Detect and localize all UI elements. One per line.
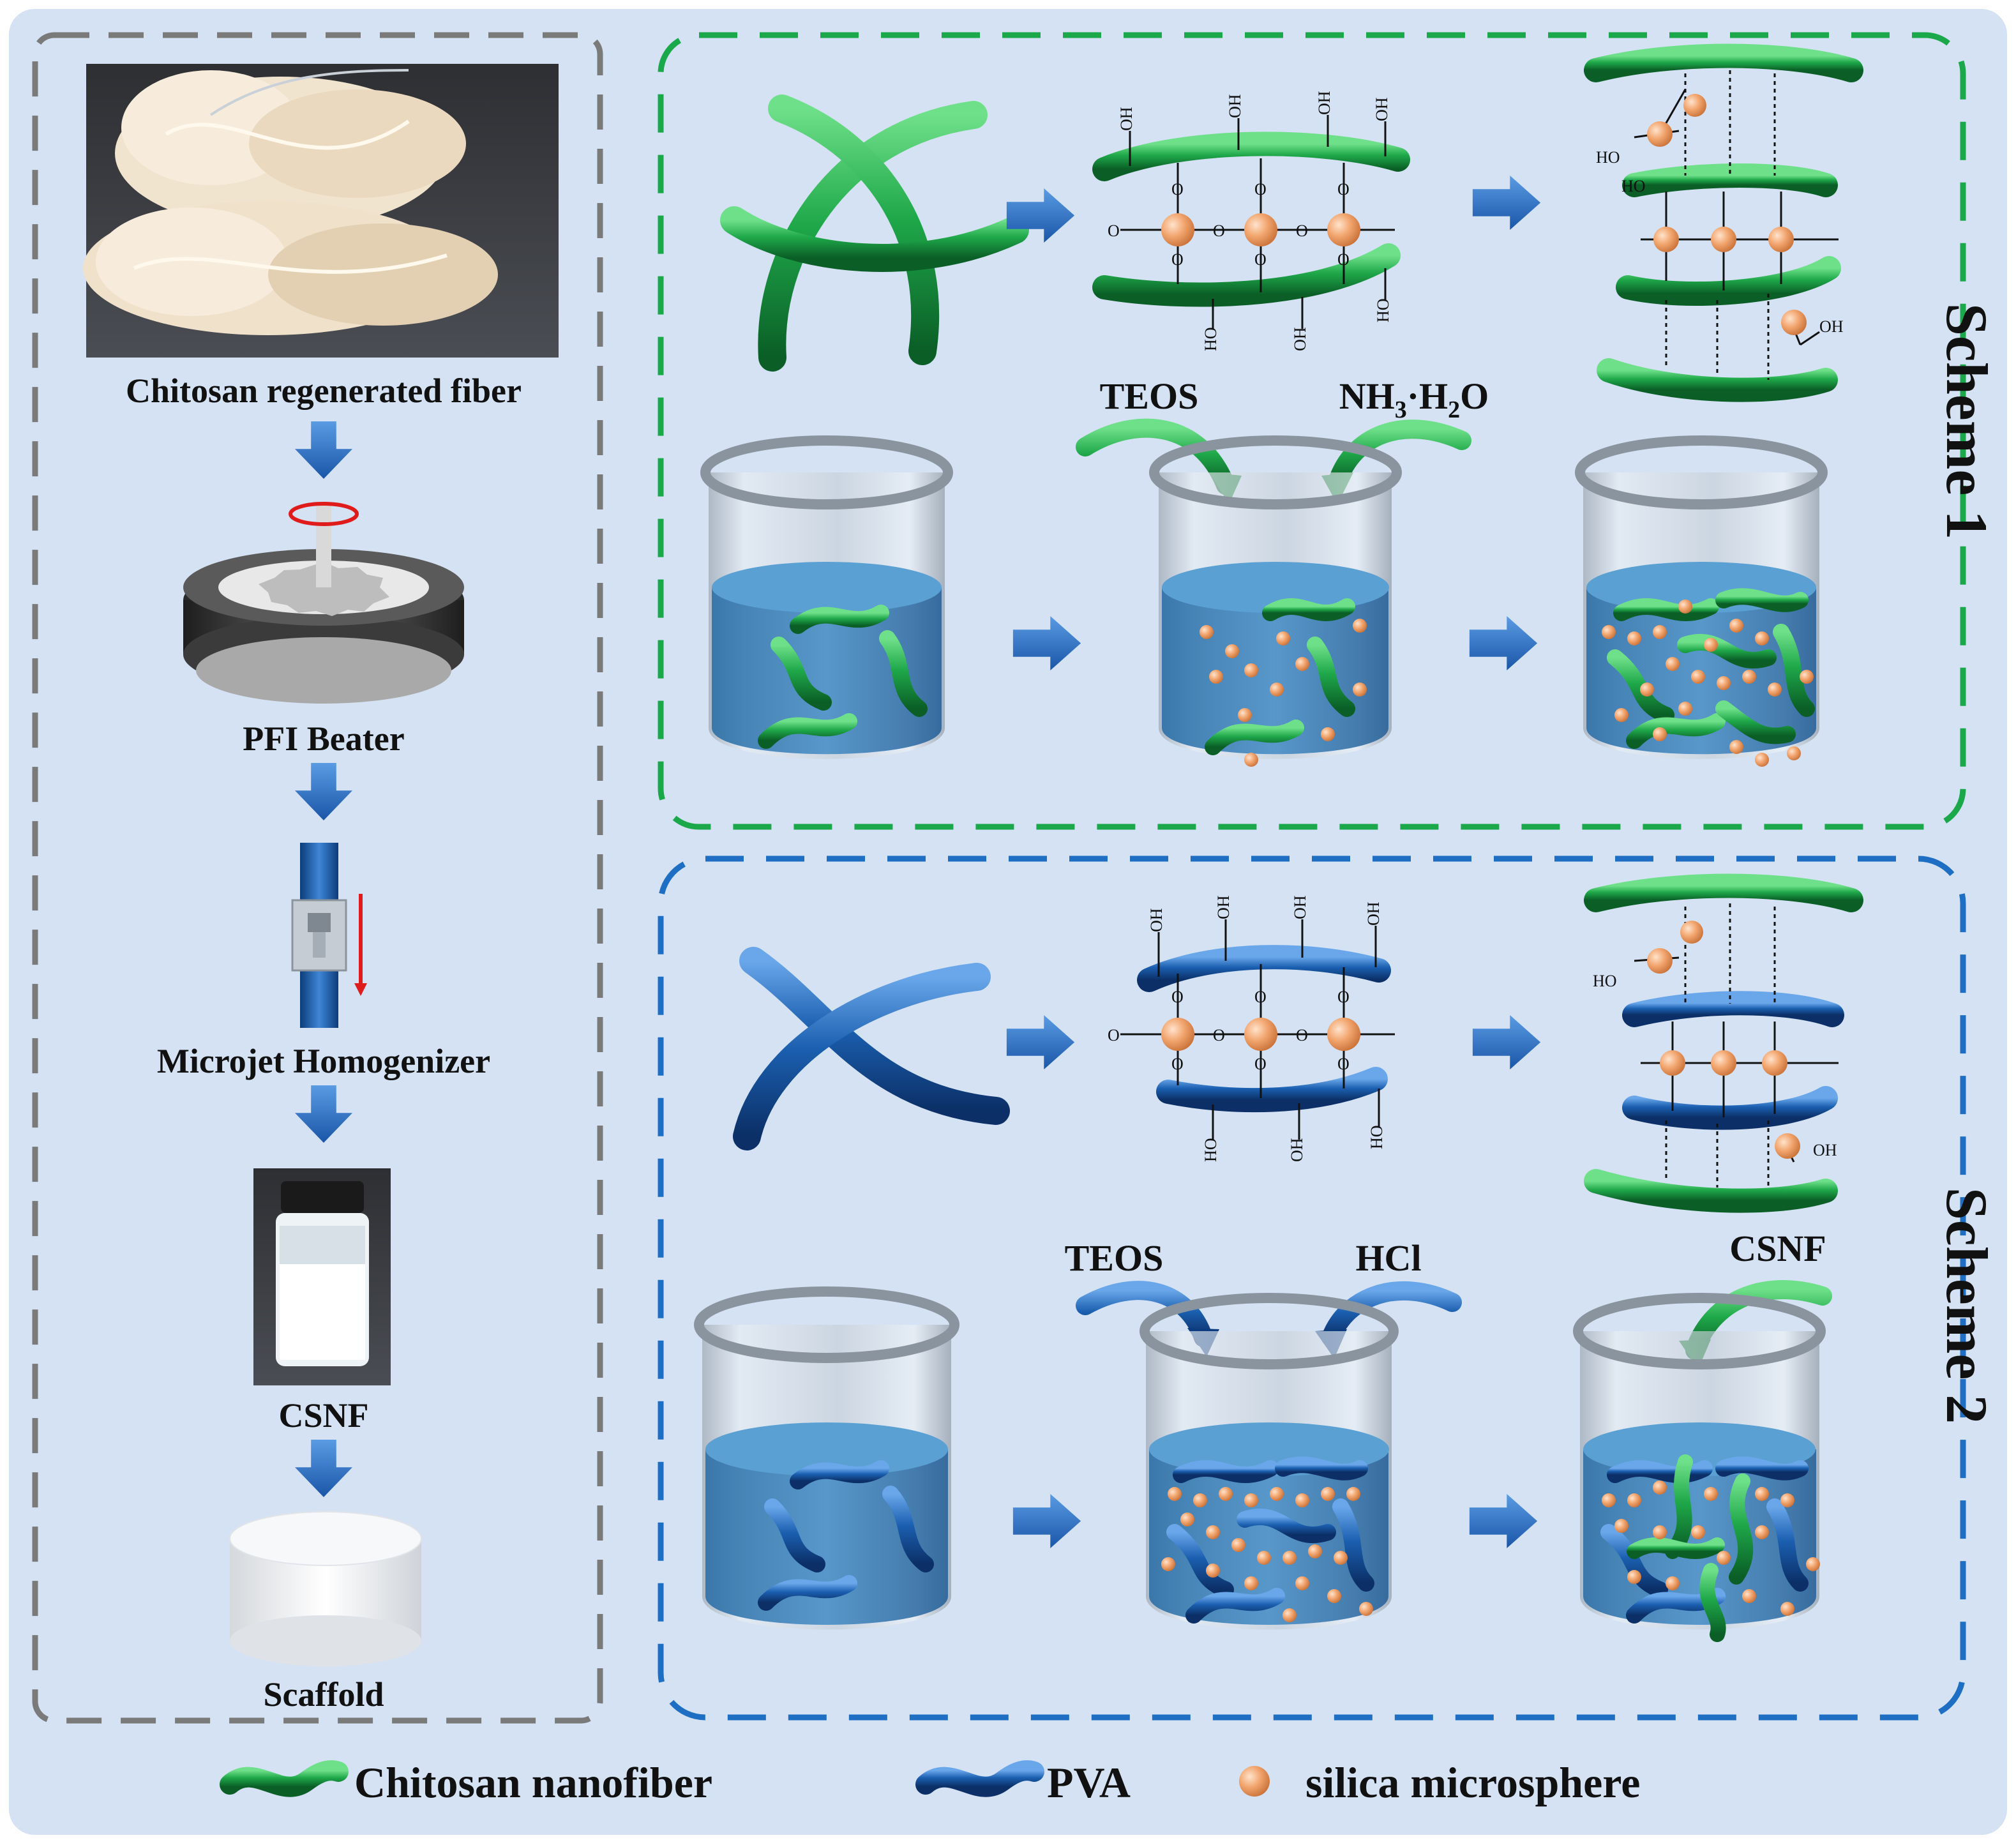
chem-o-label: O <box>1213 222 1225 240</box>
legend-item-silica: silica microsphere <box>1239 1758 1640 1807</box>
legend-item-chitosan: Chitosan nanofiber <box>220 1758 712 1807</box>
chem-oh-label: OH <box>1364 901 1383 926</box>
scaffold-cylinder-icon <box>229 1511 422 1666</box>
teos-addition-arrow-icon <box>1076 1281 1213 1347</box>
legend-label-silica-microsphere: silica microsphere <box>1305 1758 1640 1807</box>
silica-sphere-icon <box>1239 1766 1270 1797</box>
chem-o-label: O <box>1254 988 1267 1006</box>
chem-oh-label: OH <box>1373 97 1391 121</box>
chem-ho-label: HO <box>1374 298 1392 322</box>
reagent-hcl-label: HCl <box>1355 1237 1421 1279</box>
step-label-scaffold: Scaffold <box>264 1675 384 1714</box>
legend: Chitosan nanofiber PVA silica microspher… <box>220 1758 1640 1807</box>
chem-o-label: O <box>1296 1026 1308 1044</box>
reagent-teos-label: TEOS <box>1065 1237 1164 1279</box>
crossed-pva-fibers-icon <box>733 947 1010 1150</box>
chem-oh-label: OH <box>1214 895 1233 919</box>
beaker-pva-solution-icon <box>694 1286 959 1630</box>
chem-o-label: O <box>1213 1026 1225 1044</box>
scheme-2-title: Scheme 2 <box>1934 1187 1999 1424</box>
microjet-homogenizer-icon <box>291 843 367 1028</box>
chem-o-label: O <box>1171 1055 1184 1073</box>
chem-o-label: O <box>1171 250 1184 269</box>
chem-ho-label: HO <box>1593 972 1617 990</box>
chem-o-label: O <box>1171 988 1184 1006</box>
chem-ho-label: HO <box>1201 1138 1220 1162</box>
beaker-pva-chitosan-silica-icon <box>1573 1293 1826 1642</box>
ammonia-addition-arrow-icon <box>1328 419 1471 492</box>
reagent-teos-label: TEOS <box>1100 375 1199 417</box>
chitosan-silica-crosslink-structure: OH OH OH OH HO OH HO O O O O O O O O O <box>1092 91 1410 351</box>
chem-oh-label: OH <box>1117 107 1136 131</box>
beaker-pva-silica-icon <box>1140 1293 1399 1630</box>
chem-oh-label: OH <box>1291 895 1309 919</box>
beaker-chitosan-silica-composite-icon <box>1575 435 1828 767</box>
step-label-pfi-beater: PFI Beater <box>243 720 404 758</box>
crossed-chitosan-fibers-icon <box>720 94 1029 372</box>
chem-oh-label: OH <box>1291 327 1309 351</box>
hcl-addition-arrow-icon <box>1321 1281 1462 1347</box>
chem-oh-label: OH <box>1315 91 1334 115</box>
pva-silica-crosslink-structure: OH OH OH OH HO OH HO O O O O O O O O O <box>1108 895 1395 1162</box>
layered-chitosan-silica-structure: HO HO OH <box>1584 43 1863 402</box>
chem-oh-label: OH <box>1813 1141 1837 1159</box>
chem-o-label: O <box>1254 250 1267 269</box>
legend-label-pva: PVA <box>1047 1758 1131 1807</box>
chem-ho-label: HO <box>1621 177 1646 195</box>
beaker-silica-formation-icon <box>1149 435 1402 767</box>
step-label-microjet-homogenizer: Microjet Homogenizer <box>157 1042 490 1080</box>
chem-ho-label: HO <box>1201 327 1220 351</box>
step-label-csnf: CSNF <box>278 1396 368 1435</box>
chem-oh-label: OH <box>1226 94 1244 118</box>
chitosan-fiber-photo-icon <box>83 64 559 358</box>
reagent-ammonia-label: NH3·H2O <box>1339 375 1489 423</box>
scheme-1-panel: OH OH OH OH HO OH HO O O O O O O O O O <box>658 32 1999 830</box>
csnf-vial-photo-icon <box>253 1168 391 1385</box>
left-process-panel: Chitosan regenerated fiber PFI Beater Mi… <box>32 32 603 1724</box>
step-label-chitosan-fiber: Chitosan regenerated fiber <box>126 372 522 410</box>
chem-o-label: O <box>1108 222 1120 240</box>
chem-o-label: O <box>1296 222 1308 240</box>
chem-oh-label: OH <box>1147 908 1166 932</box>
chem-o-label: O <box>1337 250 1350 269</box>
layered-chitosan-pva-silica-structure: HO OH <box>1584 873 1863 1213</box>
chem-o-label: O <box>1254 180 1267 199</box>
green-fiber-icon <box>220 1760 349 1797</box>
scheme-1-title: Scheme 1 <box>1934 303 1999 539</box>
chem-oh-label: OH <box>1819 317 1844 336</box>
chem-ho-label: HO <box>1367 1125 1386 1149</box>
chem-ho-label: HO <box>1596 148 1620 167</box>
chem-o-label: O <box>1337 180 1350 199</box>
figure-background <box>9 9 2007 1835</box>
beaker-chitosan-dispersion-icon <box>700 435 953 759</box>
pfi-beater-icon <box>183 502 464 704</box>
legend-item-pva: PVA <box>915 1758 1131 1807</box>
scheme-2-panel: OH OH OH OH HO OH HO O O O O O O O O O <box>658 856 1999 1721</box>
reagent-csnf-label: CSNF <box>1729 1228 1826 1269</box>
chem-o-label: O <box>1254 1055 1267 1073</box>
chem-oh-label: OH <box>1288 1138 1306 1162</box>
chem-o-label: O <box>1337 988 1350 1006</box>
legend-label-chitosan-nanofiber: Chitosan nanofiber <box>354 1758 712 1807</box>
chem-o-label: O <box>1108 1026 1120 1044</box>
teos-addition-arrow-icon <box>1076 418 1235 495</box>
blue-fiber-icon <box>915 1760 1044 1797</box>
chem-o-label: O <box>1171 180 1184 199</box>
chem-o-label: O <box>1337 1055 1350 1073</box>
